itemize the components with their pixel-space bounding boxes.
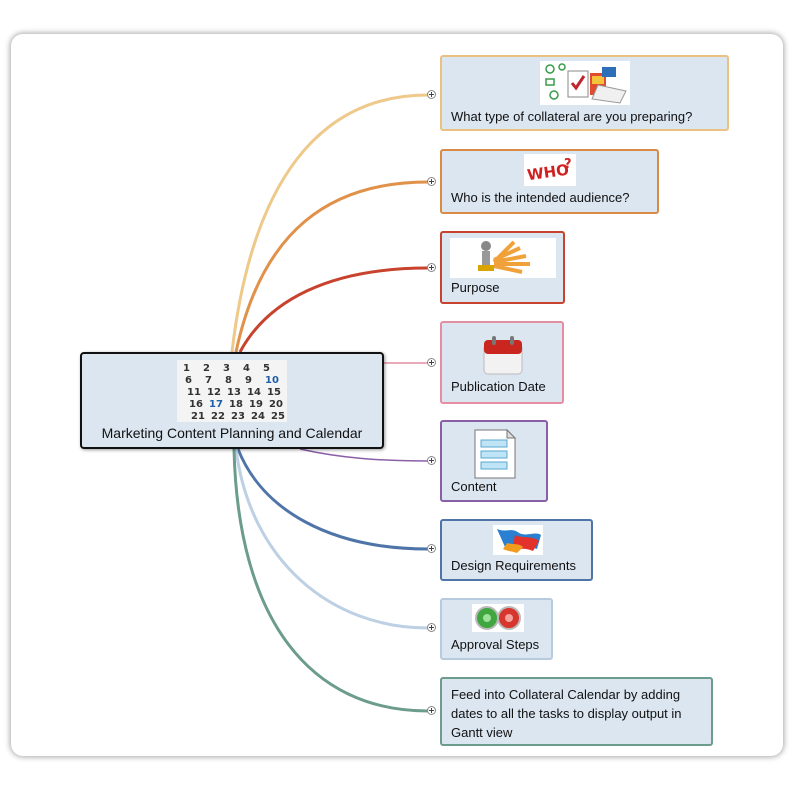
expand-button-audience[interactable]	[427, 177, 436, 186]
branch-collateral	[230, 93, 429, 353]
central-topic-label: Marketing Content Planning and Calendar	[101, 425, 363, 441]
calendar-day-number: 24	[251, 411, 265, 422]
calendar-day-number: 4	[243, 363, 250, 374]
topic-design-label: Design Requirements	[451, 558, 577, 573]
expand-button-purpose[interactable]	[427, 263, 436, 272]
expand-button-approval[interactable]	[427, 623, 436, 632]
calendar-day-number: 20	[269, 399, 283, 410]
branch-approval	[234, 448, 429, 630]
calendar-day-number: 9	[245, 375, 252, 386]
branch-audience	[234, 180, 429, 353]
calendar-day-number: 18	[229, 399, 243, 410]
expand-button-feed[interactable]	[427, 706, 436, 715]
calendar-day-number: 6	[185, 375, 192, 386]
expand-button-content[interactable]	[427, 456, 436, 465]
topic-pubdate-label: Publication Date	[451, 379, 546, 394]
branch-purpose	[238, 266, 429, 353]
topic-content[interactable]: Content	[440, 420, 548, 502]
topic-audience[interactable]: WHO ? Who is the intended audience?	[440, 149, 659, 214]
topic-collateral-label: What type of collateral are you preparin…	[451, 109, 693, 124]
calendar-day-number: 14	[247, 387, 261, 398]
calendar-day-number: 25	[271, 411, 285, 422]
topic-collateral[interactable]: What type of collateral are you preparin…	[440, 55, 729, 131]
document-icon	[474, 428, 517, 479]
branch-design	[236, 448, 429, 551]
svg-text:?: ?	[564, 157, 572, 172]
calendar-day-number: 7	[205, 375, 212, 386]
calendar-day-number: 1	[183, 363, 190, 374]
calendar-day-number: 15	[267, 387, 281, 398]
topic-feed[interactable]: Feed into Collateral Calendar by adding …	[440, 677, 713, 746]
calendar-day-number: 21	[191, 411, 205, 422]
calendar-page-icon	[483, 336, 523, 375]
branch-feed	[232, 448, 429, 713]
topic-design[interactable]: Design Requirements	[440, 519, 593, 581]
topic-approval-label: Approval Steps	[451, 637, 540, 652]
approve-reject-buttons-icon	[472, 604, 524, 632]
calendar-day-number: 5	[263, 363, 270, 374]
topic-approval[interactable]: Approval Steps	[440, 598, 553, 660]
topic-audience-label: Who is the intended audience?	[451, 190, 630, 205]
collateral-documents-icon	[540, 61, 630, 105]
calendar-day-number: 16	[189, 399, 203, 410]
calendar-day-number: 2	[203, 363, 210, 374]
calendar-day-number: 8	[225, 375, 232, 386]
calendar-day-number: 3	[223, 363, 230, 374]
expand-button-pubdate[interactable]	[427, 358, 436, 367]
calendar-day-number: 19	[249, 399, 263, 410]
branch-content	[299, 448, 429, 462]
topic-content-label: Content	[451, 479, 497, 494]
calendar-day-number: 12	[207, 387, 221, 398]
topic-purpose[interactable]: Purpose	[440, 231, 565, 304]
paint-splash-icon	[493, 525, 543, 555]
who-question-icon: WHO ?	[524, 154, 576, 186]
topic-pubdate[interactable]: Publication Date	[440, 321, 564, 404]
svg-text:WHO: WHO	[526, 161, 570, 185]
calendar-day-number: 23	[231, 411, 245, 422]
calendar-day-number: 13	[227, 387, 241, 398]
target-figure-icon	[450, 238, 556, 278]
expand-button-collateral[interactable]	[427, 90, 436, 99]
topic-purpose-label: Purpose	[451, 280, 500, 295]
calendar-day-number: 10	[265, 375, 279, 386]
calendar-day-number: 22	[211, 411, 225, 422]
calendar-day-number: 11	[187, 387, 201, 398]
calendar-day-number: 17	[209, 399, 223, 410]
topic-feed-label: Feed into Collateral Calendar by adding …	[451, 687, 682, 740]
expand-button-design[interactable]	[427, 544, 436, 553]
